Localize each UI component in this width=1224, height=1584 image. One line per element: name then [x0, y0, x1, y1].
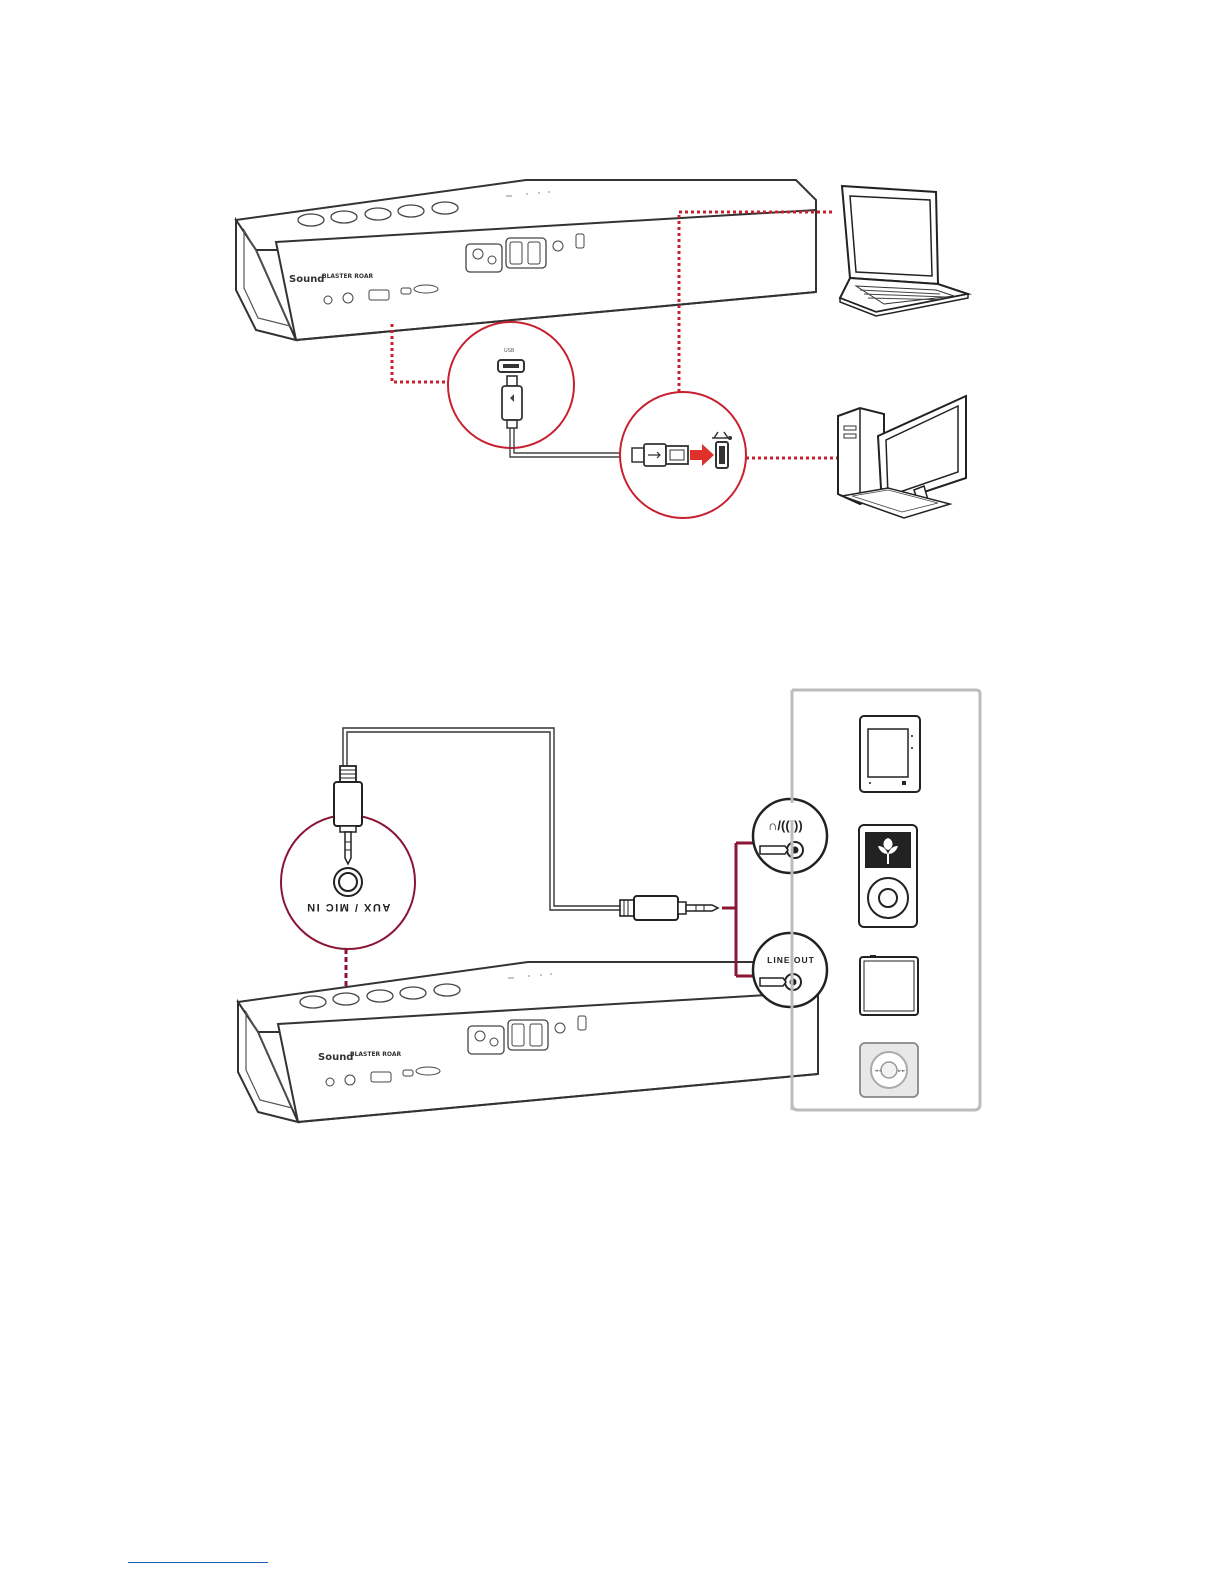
headphone-speaker-icon: ∩/((·)) — [768, 818, 803, 833]
speaker-2-brand-sub: BLASTER ROAR — [350, 1051, 401, 1058]
speaker-1: Sound BLASTER ROAR — [236, 180, 816, 340]
line-out-callout: LINE OUT — [753, 933, 827, 1007]
footer-link[interactable] — [128, 1548, 268, 1563]
laptop-icon — [840, 186, 968, 316]
aux-mic-in-callout: AUX / MIC IN — [281, 766, 415, 949]
usb-port-label: USB — [504, 348, 515, 354]
ipod-shuffle-icon: ◄◄ ►► — [860, 1043, 918, 1097]
aux-mic-in-label: AUX / MIC IN — [306, 901, 391, 913]
pc-usb-callout — [620, 392, 746, 518]
speaker-brand-sub: BLASTER ROAR — [322, 273, 373, 280]
ipod-classic-icon — [859, 825, 917, 927]
output-bracket — [722, 843, 760, 976]
usb-port-callout: USB — [448, 322, 574, 448]
svg-text:►►: ►► — [898, 1068, 906, 1074]
speaker-2-brand-main: Sound — [318, 1052, 353, 1063]
connector-dotted-speaker-usb — [392, 324, 452, 382]
headphone-out-callout: ∩/((·)) — [753, 799, 827, 873]
desktop-computer-icon — [838, 396, 966, 518]
diagram-usb-connection: Sound BLASTER ROAR USB — [236, 180, 968, 518]
speaker-2: Sound BLASTER ROAR — [238, 962, 818, 1122]
speaker-brand-main: Sound — [289, 274, 324, 285]
ipod-nano-icon — [860, 955, 918, 1015]
ebook-reader-icon — [860, 716, 920, 792]
diagram-aux-connection: AUX / MIC IN Sound BLASTER ROAR ∩/((·)) — [238, 690, 980, 1122]
svg-text:◄◄: ◄◄ — [874, 1068, 882, 1074]
stereo-plug-horizontal — [620, 896, 718, 920]
